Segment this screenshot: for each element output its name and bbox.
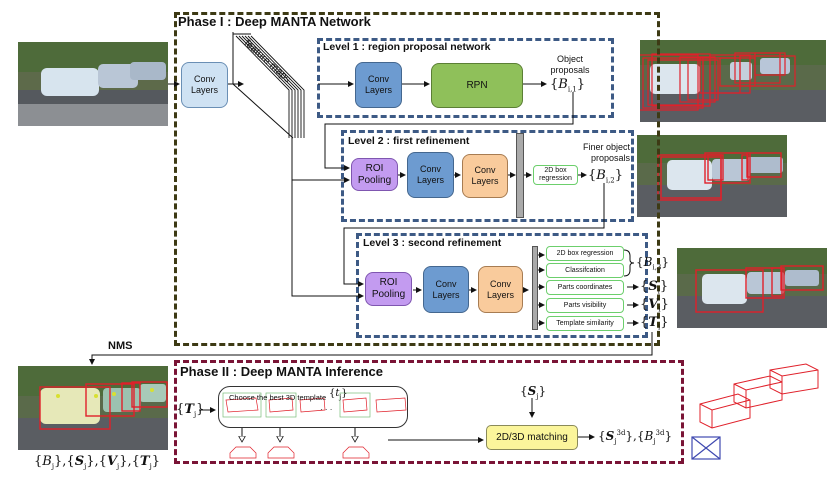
- level1-container: [317, 38, 614, 118]
- rpn-box: RPN: [431, 63, 523, 108]
- level2-proposals-image: [637, 135, 787, 217]
- level2-fc-bar: [516, 133, 524, 218]
- level1-conv-layers: Conv Layers: [355, 62, 402, 108]
- 3d-boxes-visual: [690, 360, 830, 470]
- level2-roi-pooling: ROI Pooling: [351, 158, 398, 191]
- template-ellipsis: · · ·: [320, 405, 333, 414]
- s-i-symbol: {Si}: [640, 279, 669, 296]
- nms-label: NMS: [108, 340, 133, 352]
- b-i2-symbol: {Bi,2}: [588, 168, 624, 185]
- input-image: [18, 42, 168, 126]
- head-template-similarity: Template similarity: [546, 316, 624, 331]
- level3-detections-image: [677, 248, 827, 328]
- object-proposals-label: Object proposals: [550, 54, 590, 75]
- level2-container: [341, 130, 634, 222]
- rpn-proposals-image: [640, 40, 826, 122]
- head-classification: Classifcation: [546, 263, 624, 278]
- level2-conv-layers-2: Conv Layers: [462, 154, 508, 198]
- phase2-container: [174, 360, 684, 464]
- phase1-container: [174, 12, 660, 346]
- phase1-title: Phase I : Deep MANTA Network: [178, 14, 371, 29]
- 3d-output-symbols: {Sj3d},{Bj3d}: [598, 429, 673, 446]
- level3-fc-bar: [532, 246, 538, 330]
- b-i3-symbol: {Bi,3}: [636, 255, 670, 272]
- level2-conv-layers-1: Conv Layers: [407, 152, 454, 198]
- level3-title: Level 3 : second refinement: [363, 237, 502, 249]
- nms-result-image: [18, 366, 168, 450]
- head-2d-box-regression: 2D box regression: [546, 246, 624, 261]
- t-i-symbol: {Ti}: [640, 315, 669, 332]
- t-j-template-symbol: {tj}: [329, 388, 348, 401]
- level3-conv-layers-1: Conv Layers: [423, 266, 469, 313]
- phase2-title: Phase II : Deep MANTA Inference: [180, 364, 383, 379]
- backbone-conv-layers: Conv Layers: [181, 62, 228, 108]
- template-caption: Choose the best 3D template: [229, 393, 327, 402]
- 2d-3d-matching-box: 2D/3D matching: [486, 425, 578, 450]
- b-i1-symbol: {Bi,1}: [550, 77, 586, 94]
- level2-2d-box-regression: 2D box regression: [533, 165, 578, 185]
- t-j-input-symbol: {Tj}: [176, 402, 205, 419]
- final-outputs-symbols: {Bj},{Sj},{Vj},{Tj}: [34, 454, 161, 471]
- level3-conv-layers-2: Conv Layers: [478, 266, 523, 313]
- level3-container: [356, 233, 648, 338]
- camera-icon: [691, 436, 721, 460]
- v-i-symbol: {Vi}: [640, 297, 669, 314]
- head-parts-visibility: Parts visibility: [546, 298, 624, 313]
- level3-roi-pooling: ROI Pooling: [365, 272, 412, 306]
- level2-title: Level 2 : first refinement: [348, 135, 470, 147]
- finer-proposals-label: Finer object proposals: [582, 142, 630, 163]
- level1-title: Level 1 : region proposal network: [323, 41, 491, 53]
- head-parts-coordinates: Parts coordinates: [546, 280, 624, 295]
- template-selection-box: [218, 386, 408, 428]
- s-j-input-symbol: {Sj}: [520, 384, 547, 401]
